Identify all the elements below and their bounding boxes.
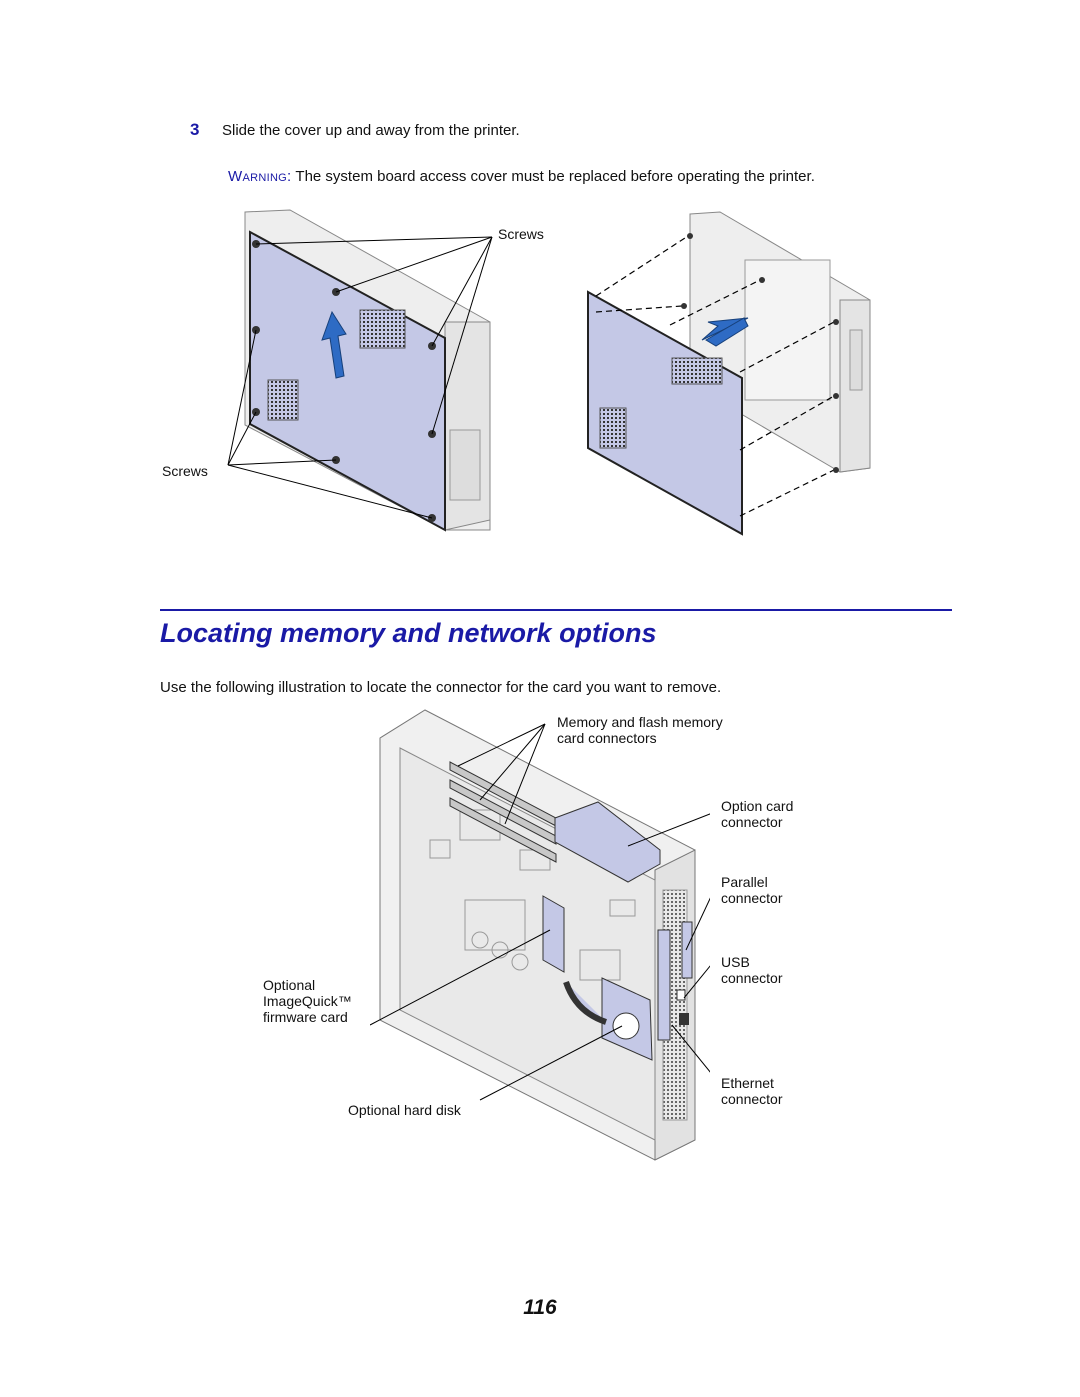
page-number: 116 <box>523 1296 557 1319</box>
section-rule <box>160 609 952 611</box>
section-heading: Locating memory and network options <box>160 618 657 648</box>
screws-left-label: Screws <box>162 463 208 479</box>
hard-disk <box>563 977 653 1061</box>
parallel-port <box>681 921 693 979</box>
printer-right-illustration <box>587 211 871 536</box>
imagequick-card <box>542 895 565 973</box>
ethernet-label: Ethernet connector <box>721 1075 783 1107</box>
removed-cover-panel <box>587 290 743 536</box>
printer-board-illustration <box>379 709 696 1161</box>
usb-label: USB connector <box>721 954 783 986</box>
ethernet-port <box>679 1013 689 1025</box>
warning-note: Warning: The system board access cover m… <box>228 168 815 185</box>
memory-label: Memory and flash memory card connectors <box>557 714 723 746</box>
imagequick-label: Optional ImageQuick™ firmware card <box>263 977 352 1025</box>
screws-top-label: Screws <box>498 226 544 242</box>
memory-card-connectors <box>449 761 557 863</box>
arrow-up-icon <box>321 310 347 379</box>
warning-label: Warning: <box>228 168 292 185</box>
step-text: Slide the cover up and away from the pri… <box>222 122 520 139</box>
option-card-label: Option card connector <box>721 798 794 830</box>
cover-removal-figure <box>227 209 871 536</box>
usb-port <box>676 989 686 1001</box>
hard-disk-label: Optional hard disk <box>348 1102 461 1118</box>
printer-left-illustration <box>227 209 493 532</box>
warning-text: The system board access cover must be re… <box>295 168 815 185</box>
system-board-figure <box>370 709 710 1161</box>
step-number: 3 <box>190 120 200 139</box>
parallel-label: Parallel connector <box>721 874 783 906</box>
option-card-connector <box>554 801 661 883</box>
section-intro: Use the following illustration to locate… <box>160 679 722 696</box>
